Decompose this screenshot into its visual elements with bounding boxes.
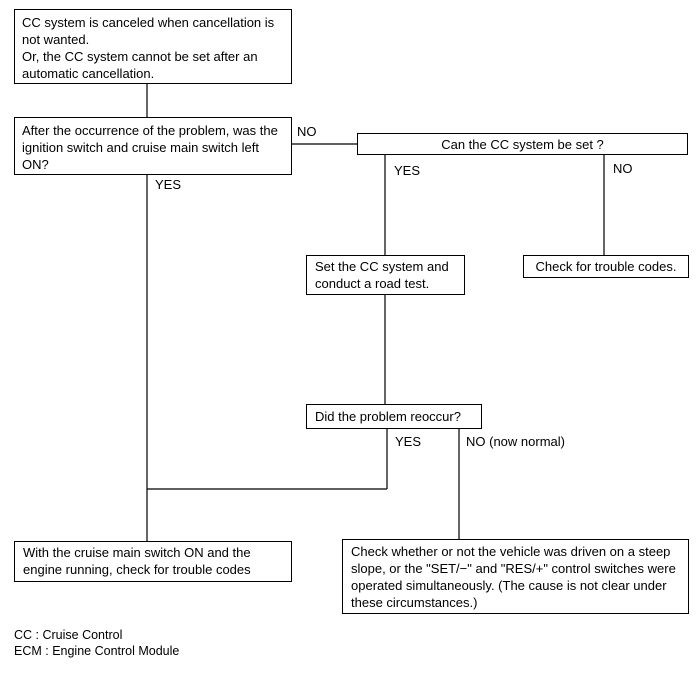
reoccur-question-box: Did the problem reoccur? [306, 404, 482, 429]
reoccur-yes-label: YES [395, 434, 422, 449]
legend-cc: CC : Cruise Control [14, 628, 123, 642]
set-road-test-box: Set the CC system and conduct a road tes… [306, 255, 465, 295]
ignition-yes-label: YES [155, 177, 182, 192]
ignition-no-label: NO [297, 124, 317, 139]
can-set-no-label: NO [613, 161, 633, 176]
can-set-yes-label: YES [394, 163, 421, 178]
steep-slope-check-box: Check whether or not the vehicle was dri… [342, 539, 689, 614]
can-set-question-box: Can the CC system be set ? [357, 133, 688, 155]
check-codes-box: Check for trouble codes. [523, 255, 689, 278]
legend-ecm: ECM : Engine Control Module [14, 644, 180, 658]
main-switch-check-box: With the cruise main switch ON and the e… [14, 541, 292, 582]
ignition-question-box: After the occurrence of the problem, was… [14, 117, 292, 175]
reoccur-no-label: NO (now normal) [466, 434, 565, 449]
start-box: CC system is canceled when cancellation … [14, 9, 292, 84]
